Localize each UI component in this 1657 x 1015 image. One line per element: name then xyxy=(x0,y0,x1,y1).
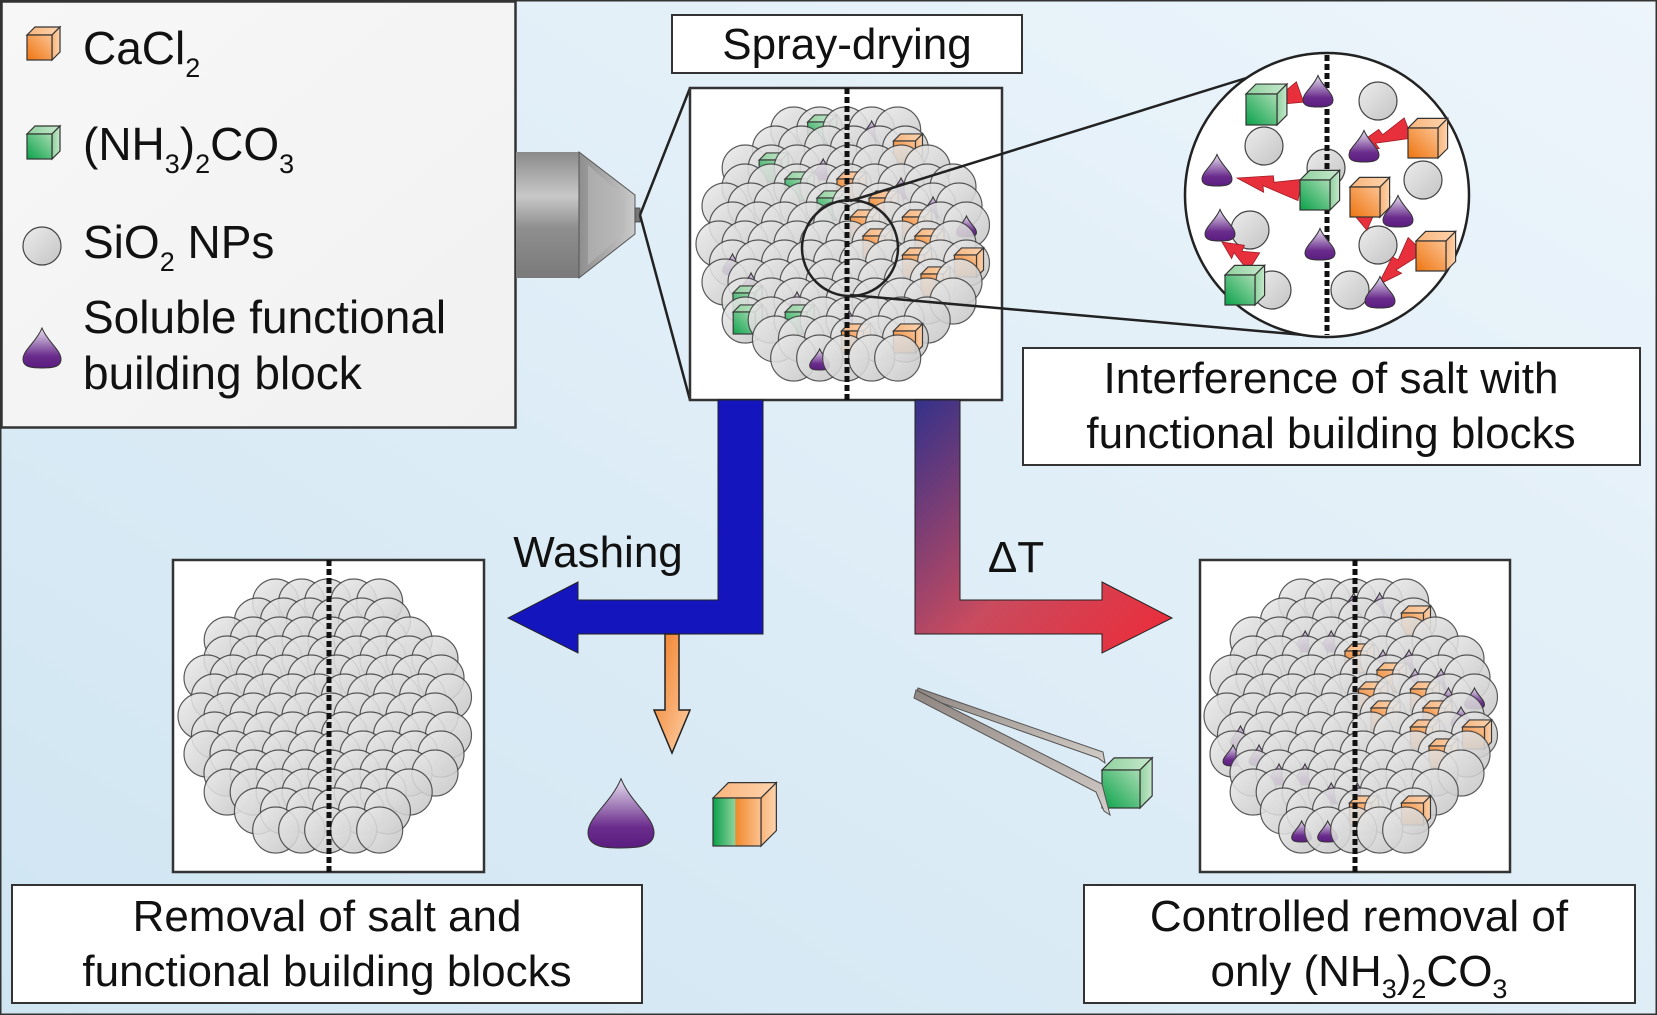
spray-drying-text: Spray-drying xyxy=(722,20,971,69)
purple-drop-icon xyxy=(1201,153,1233,187)
legend-label-cacl2: CaCl2 xyxy=(83,22,200,83)
spray-nozzle-icon xyxy=(516,150,641,280)
green-cube-icon xyxy=(1244,82,1289,127)
interference-text-line1: Interference of salt with xyxy=(1104,354,1559,403)
silica-sphere-icon xyxy=(356,806,404,854)
washout-arrow xyxy=(652,633,692,755)
washed-particle-panel xyxy=(171,558,486,874)
heat-treated-particle-panel xyxy=(1198,558,1512,874)
spray-drying-label: Spray-drying xyxy=(671,14,1023,74)
silica-sphere-icon xyxy=(1403,160,1443,200)
heat-treatment-arrow xyxy=(914,399,1174,654)
delta-t-label: ΔT xyxy=(988,533,1044,582)
washed-out-products xyxy=(587,777,778,849)
silica-sphere-icon xyxy=(1244,126,1284,166)
interference-zoom-circle xyxy=(1183,51,1471,339)
controlled-removal-caption: Controlled removal of only (NH3)2CO3 xyxy=(1083,884,1636,1004)
controlled-text-line1: Controlled removal of xyxy=(1150,892,1569,941)
silica-sphere-icon xyxy=(1230,210,1270,250)
silica-sphere-icon xyxy=(874,334,922,382)
purple-drop-icon xyxy=(1204,208,1236,242)
green-cube-icon xyxy=(1223,263,1267,307)
purple-drop-icon xyxy=(587,777,655,849)
removal-caption: Removal of salt and functional building … xyxy=(11,884,643,1004)
spray-line-bottom xyxy=(638,214,692,401)
removal-text-line1: Removal of salt and xyxy=(133,892,522,941)
green-cube-icon xyxy=(1100,756,1154,810)
green-cube-icon xyxy=(1298,168,1342,212)
zoom-region-circle xyxy=(800,198,900,298)
legend-label-nh3co3: (NH3)2CO3 xyxy=(83,118,294,179)
controlled-text-line2: only (NH3)2CO3 xyxy=(1211,947,1508,1004)
removal-text-line2: functional building blocks xyxy=(82,947,571,996)
silica-sphere-icon xyxy=(1358,81,1398,121)
legend-label-building-block-line1: Soluble functional xyxy=(83,291,446,343)
orange-cube-icon xyxy=(1414,229,1458,273)
legend-label-building-block-line2: building block xyxy=(83,347,363,399)
green-cube-icon xyxy=(25,124,62,161)
legend-panel: CaCl2 (NH3)2CO3 SiO2 NPs Soluble functio… xyxy=(0,0,517,429)
purple-drop-icon xyxy=(22,326,62,369)
spray-dried-particle-panel xyxy=(688,86,1004,402)
legend-label-sio2: SiO2 NPs xyxy=(83,216,274,277)
silica-sphere-icon xyxy=(22,226,62,266)
purple-drop-icon xyxy=(1348,129,1380,163)
purple-drop-icon xyxy=(1302,74,1334,108)
silica-sphere-icon xyxy=(1358,225,1398,265)
orange-cube-icon xyxy=(25,25,62,62)
washing-arrow xyxy=(506,399,764,654)
mixed-salt-cube-icon xyxy=(711,781,778,848)
silica-sphere-icon xyxy=(1382,806,1430,854)
silica-sphere-icon xyxy=(1330,270,1370,310)
orange-cube-icon xyxy=(1348,175,1392,219)
purple-drop-icon xyxy=(1304,227,1336,261)
purple-drop-icon xyxy=(1382,194,1414,228)
washing-label: Washing xyxy=(513,528,683,577)
tweezers-icon xyxy=(913,687,1154,817)
orange-cube-icon xyxy=(1406,116,1450,160)
spray-line-top xyxy=(638,87,692,216)
interference-bolt-icon xyxy=(1221,241,1261,272)
purple-drop-icon xyxy=(1364,275,1396,309)
interference-text-line2: functional building blocks xyxy=(1086,409,1575,458)
interference-label: Interference of salt with functional bui… xyxy=(1022,347,1641,466)
zoom-line-bottom xyxy=(849,293,1328,339)
